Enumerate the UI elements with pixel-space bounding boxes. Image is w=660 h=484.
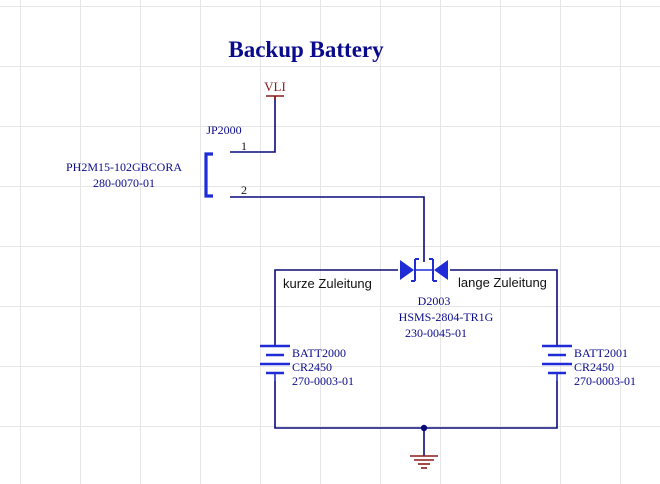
- connector-pin1-number: 1: [241, 139, 247, 153]
- power-net-label: VLI: [264, 79, 286, 94]
- wire-pin2-diode[interactable]: [230, 196, 425, 262]
- battery-left-type: CR2450: [292, 360, 332, 374]
- wire-diode-batt-right[interactable]: [450, 269, 558, 345]
- wire-diode-batt-left[interactable]: [274, 269, 398, 345]
- wire-ground-bus[interactable]: [274, 381, 558, 429]
- wires: [230, 96, 558, 456]
- battery-right-type: CR2450: [574, 360, 614, 374]
- dual-diode-icon[interactable]: [400, 258, 448, 282]
- battery-right-number: 270-0003-01: [574, 374, 636, 388]
- connector-designator: JP2000: [206, 123, 241, 137]
- connector-number: 280-0070-01: [93, 176, 155, 190]
- connector-part: PH2M15-102GBCORA: [66, 160, 182, 174]
- note-long-lead: lange Zuleitung: [458, 275, 547, 290]
- battery-left-number: 270-0003-01: [292, 374, 354, 388]
- battery-left-designator: BATT2000: [292, 346, 346, 360]
- battery-icon[interactable]: [542, 344, 572, 381]
- note-short-lead: kurze Zuleitung: [283, 276, 372, 291]
- battery-right-designator: BATT2001: [574, 346, 628, 360]
- connector-bracket-icon[interactable]: [204, 152, 213, 198]
- wire-vli-pin1[interactable]: [230, 96, 276, 153]
- ground-icon[interactable]: [410, 455, 438, 469]
- power-port-icon[interactable]: VLI: [264, 79, 286, 100]
- sheet-title: Backup Battery: [228, 37, 384, 62]
- junction-dot: [420, 424, 428, 432]
- diode-part: HSMS-2804-TR1G: [399, 310, 494, 324]
- diode-designator: D2003: [418, 294, 451, 308]
- battery-icon[interactable]: [260, 344, 290, 381]
- connector-pin2-number: 2: [241, 183, 247, 197]
- diode-number: 230-0045-01: [405, 326, 467, 340]
